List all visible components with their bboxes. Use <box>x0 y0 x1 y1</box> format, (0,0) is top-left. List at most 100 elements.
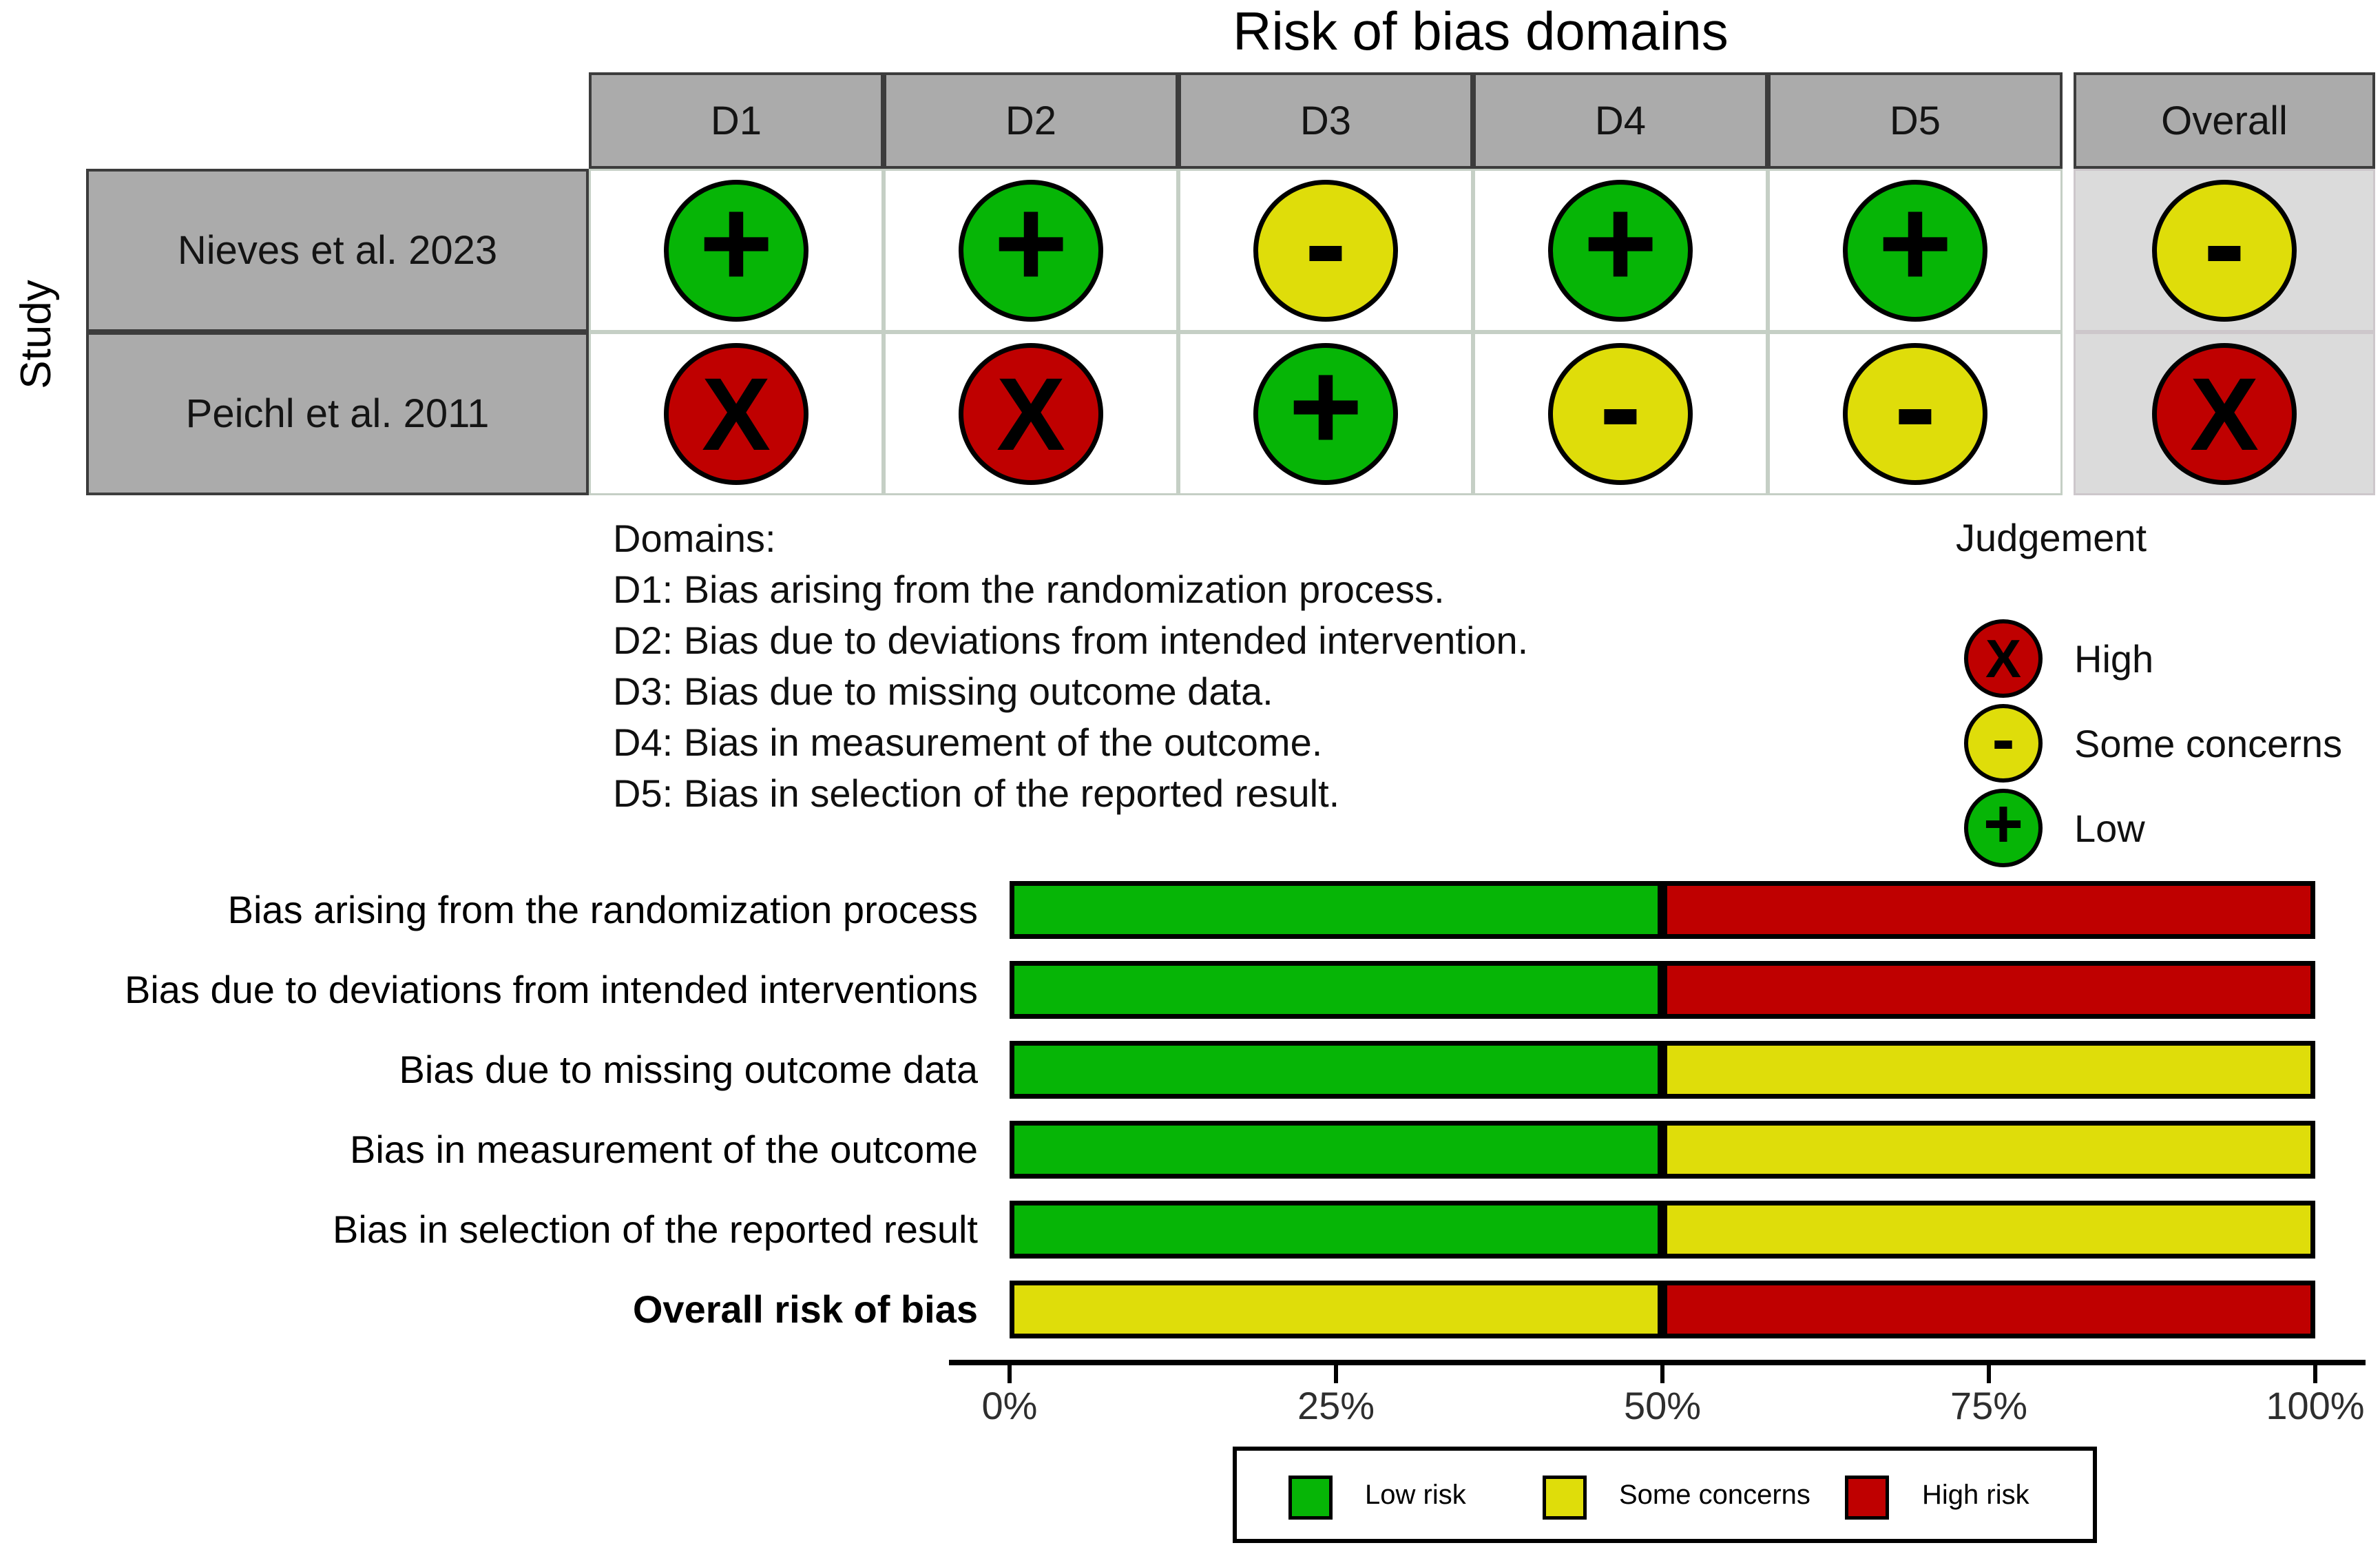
column-spacer <box>2063 332 2074 495</box>
bar-segment-low-risk <box>1010 961 1662 1019</box>
judgement-symbol: - <box>1992 701 2015 778</box>
legend-swatch-some-concerns <box>1543 1476 1587 1520</box>
bar-category-label: Bias in measurement of the outcome <box>349 1128 978 1171</box>
bar-segment-high-risk <box>1662 1281 2315 1338</box>
judgement-cell: + <box>1768 169 2063 332</box>
judgement-circle: + <box>664 172 808 322</box>
bar-segment-low-risk <box>1010 1041 1662 1099</box>
judgement-cell: + <box>1178 332 1473 495</box>
judgement-cell: - <box>1768 332 2063 495</box>
x-axis-tick-label: 75% <box>1950 1384 2028 1427</box>
stacked-bar <box>1010 961 2315 1019</box>
traffic-light-table: D1 D2 D3 D4 D5 Overall Nieves et al. 202… <box>86 72 2375 495</box>
x-axis-tick-label: 100% <box>2266 1384 2365 1427</box>
judgement-symbol: - <box>1894 335 1937 477</box>
x-axis-tick <box>1987 1365 1991 1383</box>
judgement-cell-overall: - <box>2074 169 2375 332</box>
domain-definition: D4: Bias in measurement of the outcome. <box>613 721 1323 764</box>
bar-segment-low-risk <box>1010 881 1662 939</box>
judgement-symbol: + <box>1583 172 1658 314</box>
judgement-cell-overall: X <box>2074 332 2375 495</box>
domains-legend: Domains: D1: Bias arising from the rando… <box>613 513 1528 819</box>
study-row-header: Peichl et al. 2011 <box>86 332 589 495</box>
judgement-symbol: - <box>2203 172 2246 314</box>
x-axis-tick-label: 0% <box>981 1384 1038 1427</box>
judgement-symbol: - <box>1599 335 1642 477</box>
judgement-circle: + <box>1253 335 1398 485</box>
judgement-legend-circle-low: + <box>1964 789 2043 867</box>
legend-swatch-high-risk <box>1845 1476 1889 1520</box>
judgement-cell: + <box>884 169 1178 332</box>
judgement-cell: - <box>1178 169 1473 332</box>
judgement-circle: - <box>1253 172 1398 322</box>
judgement-legend-item: X High <box>1964 619 2154 698</box>
domain-column-header-d1: D1 <box>589 72 884 169</box>
judgement-symbol: X <box>996 355 1066 472</box>
judgement-cell: X <box>589 332 884 495</box>
column-spacer <box>2063 169 2074 332</box>
legend-label: Some concerns <box>1619 1480 1810 1510</box>
judgement-symbol: + <box>1983 785 2024 862</box>
judgement-cell: X <box>884 332 1178 495</box>
stacked-bar <box>1010 1281 2315 1338</box>
x-axis-tick-label: 25% <box>1297 1384 1375 1427</box>
bar-segment-some-concerns <box>1662 1201 2315 1259</box>
judgement-legend-circle-high: X <box>1964 619 2043 698</box>
judgement-symbol: X <box>701 355 771 472</box>
x-axis-tick <box>2313 1365 2317 1383</box>
column-spacer <box>2063 72 2074 169</box>
stacked-bar <box>1010 1121 2315 1179</box>
domain-definition: D3: Bias due to missing outcome data. <box>613 670 1273 713</box>
study-row-header: Nieves et al. 2023 <box>86 169 589 332</box>
domain-column-header-d4: D4 <box>1473 72 1768 169</box>
judgement-circle: + <box>1843 172 1987 322</box>
domain-definition: D1: Bias arising from the randomization … <box>613 568 1445 611</box>
judgement-legend-heading: Judgement <box>1956 516 2147 559</box>
judgement-circle: - <box>2152 172 2297 322</box>
stacked-bar <box>1010 1201 2315 1259</box>
judgement-cell: - <box>1473 332 1768 495</box>
bar-segment-some-concerns <box>1662 1121 2315 1179</box>
judgement-symbol: - <box>1304 172 1347 314</box>
judgement-circle: X <box>959 342 1103 485</box>
legend-swatch-low-risk <box>1288 1476 1333 1520</box>
judgement-legend-circle-some-concerns: - <box>1964 704 2043 783</box>
legend-label: High risk <box>1922 1480 2029 1510</box>
bar-segment-low-risk <box>1010 1121 1662 1179</box>
judgement-symbol: + <box>1877 172 1953 314</box>
domain-column-header-overall: Overall <box>2074 72 2375 169</box>
domain-column-header-d2: D2 <box>884 72 1178 169</box>
judgement-cell: + <box>589 169 884 332</box>
x-axis-tick <box>1660 1365 1664 1383</box>
bar-segment-some-concerns <box>1662 1041 2315 1099</box>
judgement-circle: + <box>1548 172 1693 322</box>
figure-title: Risk of bias domains <box>1233 1 1729 61</box>
judgement-cell: + <box>1473 169 1768 332</box>
bar-category-label: Overall risk of bias <box>632 1287 978 1331</box>
judgement-circle: X <box>664 342 808 485</box>
bar-category-label: Bias in selection of the reported result <box>333 1208 978 1251</box>
x-axis-tick-label: 50% <box>1623 1384 1702 1427</box>
bar-category-label: Bias due to deviations from intended int… <box>125 968 978 1011</box>
judgement-symbol: + <box>993 172 1069 314</box>
judgement-symbol: + <box>1288 335 1364 477</box>
judgement-legend-label: Some concerns <box>2074 721 2343 765</box>
domain-column-header-d5: D5 <box>1768 72 2063 169</box>
domain-definition: D2: Bias due to deviations from intended… <box>613 619 1529 662</box>
judgement-circle: - <box>1548 335 1693 485</box>
bar-segment-high-risk <box>1662 881 2315 939</box>
bar-segment-high-risk <box>1662 961 2315 1019</box>
judgement-legend-item: + Low <box>1964 789 2145 867</box>
legend-label: Low risk <box>1365 1480 1466 1510</box>
judgement-circle: - <box>1843 335 1987 485</box>
study-axis-label: Study <box>12 279 60 389</box>
bar-segment-some-concerns <box>1010 1281 1662 1338</box>
judgement-legend-label: High <box>2074 636 2154 681</box>
judgement-legend-label: Low <box>2074 806 2145 850</box>
judgement-legend-item: - Some concerns <box>1964 704 2343 783</box>
judgement-symbol: + <box>698 172 774 314</box>
table-corner <box>86 72 589 169</box>
x-axis-tick <box>1008 1365 1012 1383</box>
stacked-bar <box>1010 1041 2315 1099</box>
